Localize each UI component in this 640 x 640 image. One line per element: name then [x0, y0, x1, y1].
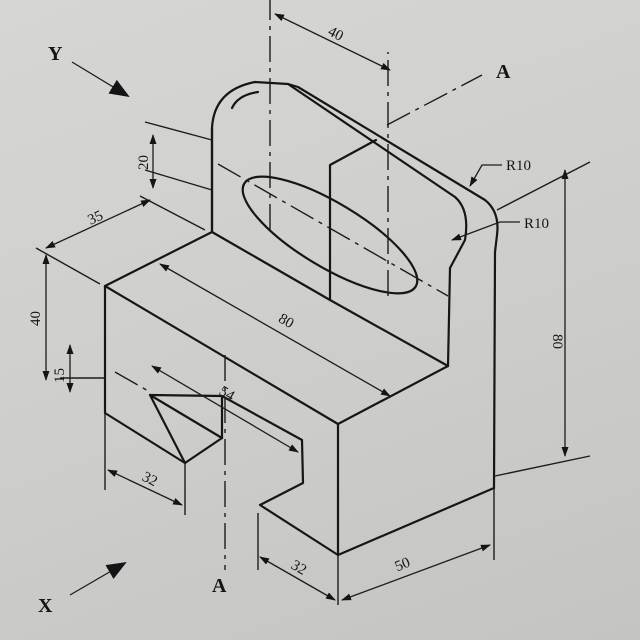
- base-front-left: [103, 284, 224, 465]
- dimension-lines: [42, 13, 569, 601]
- dim-32-left-line: [107, 469, 183, 506]
- direction-arrows: [69, 61, 130, 596]
- dim-32-bottom-line: [259, 556, 336, 601]
- step-floor-edge: [328, 298, 450, 368]
- section-line-top: [386, 74, 483, 126]
- section-label-top: A: [496, 61, 511, 83]
- upright-plate-front-face: [210, 80, 468, 368]
- step-centre-mark: [114, 371, 151, 393]
- radius-lower-text: R10: [524, 216, 549, 232]
- base-top-front-edge: [103, 284, 450, 426]
- radius-lower-leader: [451, 221, 520, 241]
- dim-top-40-line: [274, 13, 391, 71]
- upright-plate-side-edge: [286, 82, 499, 490]
- radius-upper-text: R10: [506, 158, 531, 174]
- upright-plate-inner-edge: [230, 90, 260, 110]
- labels: Y X A A 40 20 35 40 15 80 54 32 32 50 80…: [28, 24, 565, 617]
- dim-80-diag-line: [159, 263, 391, 397]
- axis-label-x: X: [38, 595, 53, 617]
- extension-lines: [35, 121, 591, 605]
- axis-label-y: Y: [48, 43, 63, 65]
- dim-80-vertical-text: 80: [549, 334, 565, 349]
- dim-35-line: [45, 199, 151, 249]
- object-outline: [103, 80, 499, 557]
- dim-20-text: 20: [136, 155, 152, 170]
- dim-15-text: 15: [52, 368, 68, 383]
- dim-top-40-text: 40: [325, 24, 346, 45]
- dim-40-text: 40: [28, 311, 44, 326]
- dim-32-bottom-text: 32: [288, 557, 309, 578]
- plate-step-edge: [328, 138, 378, 302]
- dim-35-text: 35: [85, 208, 105, 229]
- dim-80-diag-text: 80: [275, 311, 296, 332]
- y-axis-arrow: [71, 61, 130, 98]
- dim-54-line: [151, 365, 299, 453]
- dim-50-text: 50: [393, 555, 413, 575]
- base-front-right-face: [336, 422, 496, 557]
- oval-slot: [241, 175, 419, 295]
- section-label-bottom: A: [212, 575, 227, 597]
- x-axis-arrow: [69, 561, 127, 596]
- radius-upper-leader: [469, 164, 502, 187]
- dim-50-line: [341, 544, 491, 601]
- base-top-face: [103, 126, 332, 302]
- slot-centre-line: [217, 163, 449, 297]
- front-notch: [148, 393, 340, 557]
- dim-32-left-text: 32: [139, 469, 160, 490]
